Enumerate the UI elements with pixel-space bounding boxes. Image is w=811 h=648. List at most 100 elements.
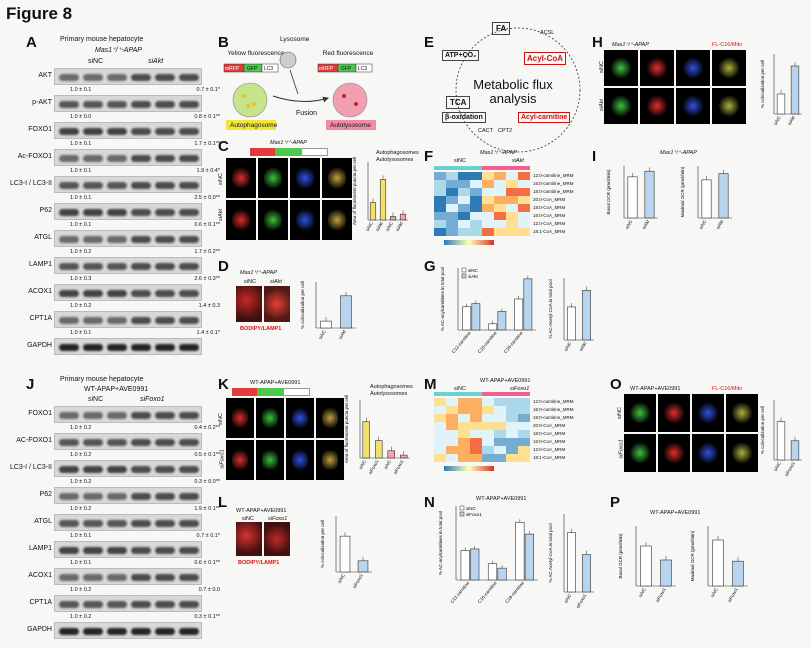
- heatmap-cell: [434, 430, 446, 438]
- heatmap-cell: [482, 414, 494, 422]
- heatmap-cell: [482, 172, 494, 180]
- heatmap-cell: [494, 204, 506, 212]
- blot-row: [54, 95, 202, 112]
- heatmap-cell: [518, 188, 530, 196]
- heatmap-cell: [458, 406, 470, 414]
- x-tick-label: siFoxo1: [367, 459, 379, 476]
- heatmap-color-legend: [444, 466, 494, 471]
- blot-row-label: FOXO1: [28, 126, 52, 133]
- panel-label-d: D: [218, 258, 229, 275]
- micrograph-cell: [658, 394, 690, 432]
- x-tick-label: siFoxo1: [655, 587, 667, 604]
- heatmap-cell: [494, 212, 506, 220]
- heatmap-cell: [434, 228, 446, 236]
- blot-quant-nc: 1.0 ± 0.1: [70, 330, 92, 336]
- panel-h-genotype: Mas1⁺/⁺-APAP: [612, 42, 649, 48]
- bar: [462, 306, 472, 331]
- x-tick-label: siNC: [773, 460, 783, 472]
- panel-label-f: F: [424, 148, 434, 165]
- heatmap-cell: [470, 454, 482, 462]
- heatmap-cell: [494, 414, 506, 422]
- panel-label-i: I: [592, 148, 597, 165]
- heatmap-cell: [494, 220, 506, 228]
- heatmap-cell: [446, 406, 458, 414]
- heatmap-cell: [470, 438, 482, 446]
- heatmap-cell: [494, 188, 506, 196]
- blot-row: [54, 433, 202, 450]
- y-axis-label: % AC-Acetyl-CoA in total pool: [548, 279, 553, 338]
- heatmap-cell: [446, 228, 458, 236]
- heatmap-cell: [518, 454, 530, 462]
- heatmap-cell: [458, 196, 470, 204]
- panel-o-row-sinc: siNC: [616, 407, 623, 419]
- bar: [523, 278, 533, 331]
- heatmap-cell: [494, 406, 506, 414]
- heatmap-cell: [446, 422, 458, 430]
- x-tick-label: siNC: [698, 218, 708, 230]
- heatmap-cell: [446, 430, 458, 438]
- flux-center-title: Metabolic flux analysis: [473, 77, 553, 106]
- blot-row: [54, 230, 202, 247]
- heatmap-cell: [518, 406, 530, 414]
- micrograph-cell: [322, 200, 352, 240]
- bar: [732, 560, 744, 587]
- x-tick-label: siFoxo1: [575, 593, 587, 610]
- heatmap-cell: [506, 220, 518, 228]
- panel-d-group-2: siAkt: [270, 279, 282, 285]
- micrograph-cell: [256, 398, 284, 438]
- panel-b-red-label: Red fluorescence: [322, 50, 374, 57]
- heatmap-cell: [518, 422, 530, 430]
- blot-quant-nc: 1.0 ± 0.2: [70, 587, 92, 593]
- micrograph-cell: [290, 200, 320, 240]
- x-tick-label: siAkt: [395, 220, 405, 232]
- heatmap-cell: [482, 204, 494, 212]
- bar: [644, 170, 655, 219]
- x-tick-label: siNC: [337, 572, 347, 584]
- heatmap-cell: [446, 446, 458, 454]
- blot-row: [54, 406, 202, 423]
- blot-row-label: P62: [39, 207, 52, 214]
- blot-quant-nc: 1.0 ± 0.2: [70, 452, 92, 458]
- blot-quant-nc: 1.0 ± 0.2: [70, 614, 92, 620]
- panel-b-autophagosome-label: Autophagosome: [230, 122, 278, 129]
- micrograph-l-2: [264, 522, 290, 556]
- panel-a-group-ko: siAkt: [148, 58, 164, 65]
- panel-l-group-1: siNC: [242, 516, 254, 522]
- heatmap-cell: [482, 406, 494, 414]
- blot-row-label: AC-FOXO1: [16, 437, 52, 444]
- x-tick-label: siAkt: [578, 340, 588, 352]
- heatmap-cell: [458, 188, 470, 196]
- blot-quant-ko: 0.3 ± 0.1**: [194, 614, 220, 620]
- heatmap-cell: [494, 422, 506, 430]
- panel-k-row-sifoxo1: siFoxo1: [219, 449, 226, 469]
- autolysosome-box: [326, 120, 376, 130]
- heatmap-row-label: 12:0-CoA_MRM: [533, 447, 566, 452]
- heatmap-cell: [446, 204, 458, 212]
- panel-c-genotype: Mas1⁺/⁺-APAP: [270, 140, 307, 146]
- micrograph-cell: [226, 200, 256, 240]
- heatmap-cell: [446, 212, 458, 220]
- blot-quant-nc: 1.0 ± 0.1: [70, 222, 92, 228]
- heatmap-cell: [446, 220, 458, 228]
- heatmap-cell: [446, 188, 458, 196]
- panel-d-genotype: Mas1⁺/⁺-APAP: [240, 270, 277, 276]
- heatmap-cell: [470, 398, 482, 406]
- panel-label-e: E: [424, 34, 435, 51]
- y-axis-label: % colocalization per cell: [760, 60, 765, 108]
- legend-label: siNC: [468, 268, 478, 273]
- x-tick-label: siNC: [710, 586, 720, 598]
- heatmap-row-label: 20:0-CoA_MRM: [533, 423, 566, 428]
- bar: [339, 535, 351, 573]
- blot-row-label: LC3-I / LC3-II: [9, 180, 52, 187]
- panel-label-o: O: [610, 376, 622, 393]
- micrograph-cell: [286, 440, 314, 480]
- heatmap-row-label: 18:1-CoA_MRM: [533, 229, 566, 234]
- x-tick-label: siAkt: [338, 328, 348, 340]
- blot-quant-nc: 1.0 ± 0.2: [70, 479, 92, 485]
- micrograph-cell: [316, 398, 344, 438]
- blot-quant-ko: 1.4 ± 0.1*: [196, 330, 220, 336]
- construct-lc3: LC3: [264, 66, 274, 72]
